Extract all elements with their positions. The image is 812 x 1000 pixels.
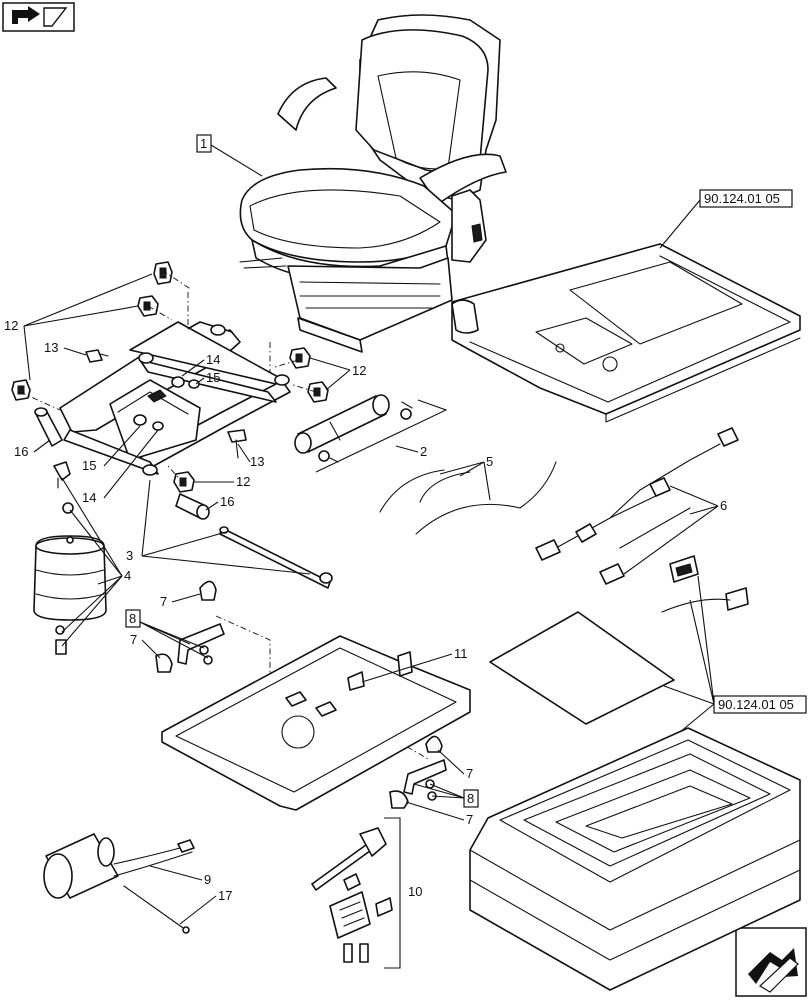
pin-16-right: 16: [175, 493, 234, 520]
callout-14a-text: 14: [206, 352, 220, 367]
seat-cushion: [469, 727, 801, 991]
bushings-14-15: 14 15 15 14: [82, 352, 220, 505]
bumper-7-top: 7: [160, 580, 217, 609]
damper-2: 2: [294, 394, 448, 473]
motor-9: 9: [43, 833, 211, 899]
air-spring-4: 4: [33, 461, 131, 655]
callout-12-lower: 12: [194, 474, 250, 489]
bumper-7-right: 7: [425, 735, 473, 781]
reference-lower[interactable]: 90.124.01 05: [663, 575, 807, 733]
reference-upper[interactable]: 90.124.01 05: [659, 189, 793, 249]
bumper-7-left: 7: [130, 632, 173, 673]
callout-16b-text: 16: [220, 494, 234, 509]
callout-3-text: 3: [126, 548, 133, 563]
callout-15b-text: 15: [82, 458, 96, 473]
callout-2-text: 2: [420, 444, 427, 459]
callout-1: 1: [196, 134, 263, 177]
lever-assembly-10: 10: [311, 817, 422, 969]
callout-6-text: 6: [720, 498, 727, 513]
reference-upper-text: 90.124.01 05: [704, 191, 780, 206]
callout-12-right: 12: [309, 357, 366, 391]
callout-7d-text: 7: [466, 812, 473, 827]
callout-12-left: 12: [4, 273, 153, 381]
callout-4-text: 4: [124, 568, 131, 583]
callout-15a-text: 15: [206, 370, 220, 385]
callout-16a-text: 16: [14, 444, 28, 459]
dash-lines: [19, 269, 431, 761]
mounting-plate: [451, 243, 801, 423]
callout-10-text: 10: [408, 884, 422, 899]
callout-13a-text: 13: [44, 340, 58, 355]
callout-12c-text: 12: [236, 474, 250, 489]
bracket-8-upper: 8: [125, 609, 225, 665]
open-book-arrow-icon[interactable]: [2, 2, 75, 32]
callout-17-text: 17: [218, 888, 232, 903]
bushing-12: [11, 261, 329, 493]
callout-1-text: 1: [200, 136, 207, 151]
callout-8b-text: 8: [467, 791, 474, 806]
callout-12a-text: 12: [4, 318, 18, 333]
callout-13b-text: 13: [250, 454, 264, 469]
callout-8a-text: 8: [129, 611, 136, 626]
callout-12b-text: 12: [352, 363, 366, 378]
callout-7a-text: 7: [160, 594, 167, 609]
seat-assembly: [239, 14, 507, 353]
bolt-13-lower: 13: [227, 429, 264, 469]
bolt-13-upper: 13: [44, 340, 109, 363]
next-page-arrow-icon[interactable]: [735, 927, 807, 997]
scissor-mechanism: [59, 321, 291, 476]
bracket-8-lower: 8: [403, 759, 479, 808]
switch-panel: [489, 555, 749, 725]
cable-17: 17: [123, 885, 232, 934]
callout-5-text: 5: [486, 454, 493, 469]
callout-14b-text: 14: [82, 490, 96, 505]
hoses-5: 5: [379, 454, 557, 535]
shaft-3: 3: [126, 479, 333, 589]
bumper-7-bottom: 7: [389, 790, 473, 827]
harness-6: 6: [535, 427, 739, 585]
callout-7b-text: 7: [130, 632, 137, 647]
reference-lower-text: 90.124.01 05: [718, 697, 794, 712]
base-rails: 11: [161, 635, 471, 811]
callout-7c-text: 7: [466, 766, 473, 781]
pin-16-left: 16: [14, 407, 63, 459]
callout-11-text: 11: [454, 646, 468, 661]
callout-9-text: 9: [204, 872, 211, 887]
